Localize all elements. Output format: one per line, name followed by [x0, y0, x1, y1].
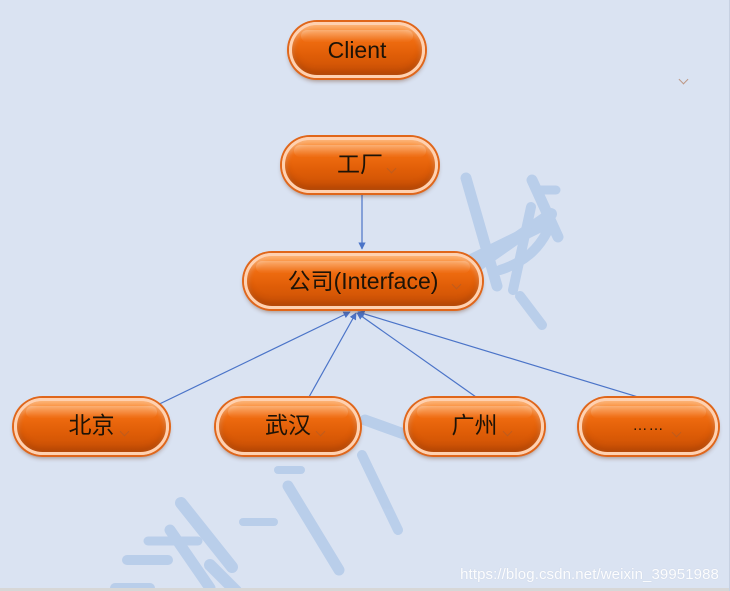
paragraph-mark-icon	[315, 426, 326, 437]
more-node-label: ……	[632, 417, 665, 434]
beijing-to-company-arrow	[146, 311, 351, 411]
factory-node: 工厂	[282, 137, 438, 193]
source-url-watermark: https://blog.csdn.net/weixin_39951988	[460, 566, 719, 583]
paragraph-mark-icon	[451, 279, 462, 290]
wuhan-node-label: 武汉	[265, 413, 311, 439]
bottom-rule	[0, 588, 729, 591]
guangzhou-to-company-arrow	[356, 312, 477, 398]
company-interface-node-label: 公司(Interface)	[287, 267, 439, 294]
more-node: ……	[579, 398, 718, 455]
beijing-node-label: 北京	[68, 413, 115, 439]
wuhan-node: 武汉	[216, 398, 360, 455]
paragraph-mark-icon	[671, 427, 682, 438]
more-to-company-arrow	[357, 310, 639, 398]
wuhan-to-company-arrow	[308, 312, 357, 398]
factory-node-label: 工厂	[337, 151, 383, 178]
guangzhou-node-label: 广州	[451, 413, 498, 439]
beijing-node: 北京	[14, 398, 169, 455]
client-node-label: Client	[327, 36, 387, 63]
client-node: Client	[289, 22, 689, 85]
company-interface-node: 公司(Interface)	[244, 253, 482, 309]
paragraph-mark-icon	[502, 426, 513, 437]
paragraph-mark-icon	[386, 163, 397, 174]
paragraph-mark-icon	[119, 426, 130, 437]
paragraph-mark-icon	[678, 74, 689, 85]
guangzhou-node: 广州	[405, 398, 544, 455]
